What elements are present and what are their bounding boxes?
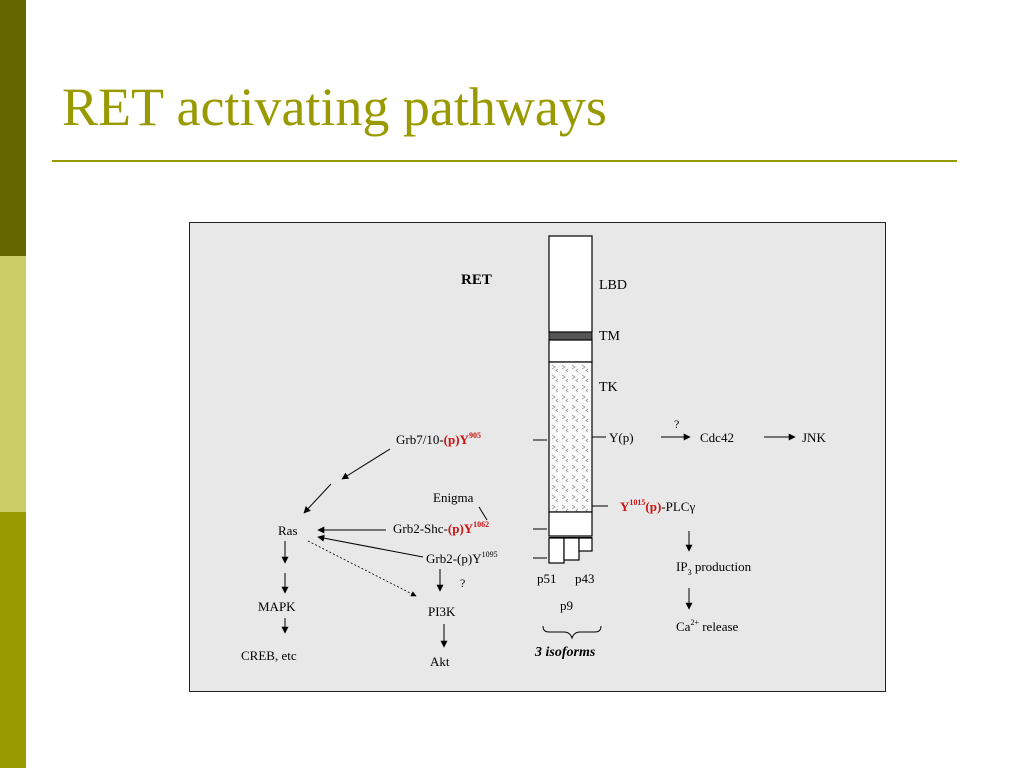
- arrow-grb2-to-ras: [317, 534, 424, 558]
- plcg-node: Y1015(p)-PLCγ: [620, 498, 695, 514]
- tail-p51: [548, 537, 565, 564]
- sidebar-band-top: [0, 0, 26, 256]
- arrow-ras-to-pi3k: [307, 540, 417, 597]
- title-underline: [52, 160, 957, 162]
- domain-tm-label: TM: [599, 329, 621, 344]
- jnk-node: JNK: [802, 430, 826, 445]
- ca-release-node: Ca2+ release: [676, 618, 739, 634]
- juxtamembrane-region: [548, 339, 593, 363]
- isoform-p51-label: p51: [537, 571, 557, 586]
- domain-lbd-label: LBD: [599, 278, 627, 293]
- enigma-connector: [478, 506, 488, 521]
- grb7-node: Grb7/10-(p)Y905: [396, 431, 481, 447]
- ras-node: Ras: [278, 523, 298, 538]
- isoform-p43-label: p43: [575, 571, 595, 586]
- cdc42-question-mark: ?: [674, 417, 679, 431]
- arrow-to-ras: [303, 483, 332, 514]
- pi3k-node: PI3K: [428, 604, 456, 619]
- sidebar-band-bottom: [0, 512, 26, 768]
- tail-p43: [563, 537, 580, 561]
- c-terminal-region: [548, 511, 593, 537]
- creb-node: CREB, etc: [241, 648, 297, 663]
- pi3k-question-mark: ?: [460, 576, 465, 590]
- mapk-node: MAPK: [258, 599, 296, 614]
- lbd-domain: [548, 235, 593, 333]
- shc-node: Grb2-Shc-(p)Y1062: [393, 520, 489, 536]
- slide-title: RET activating pathways: [62, 77, 607, 137]
- pathway-diagram: RET LBD TM TK Grb7/10-(p)Y905 Enigma Grb…: [241, 235, 826, 669]
- ip3-node: IP3 production: [676, 559, 752, 577]
- isoforms-caption: 3 isoforms: [534, 645, 596, 660]
- tk-domain: [548, 361, 593, 513]
- yp-node: Y(p): [609, 430, 634, 445]
- isoform-brace: [542, 625, 602, 640]
- akt-node: Akt: [430, 654, 450, 669]
- arrow-grb7-to-path: [341, 448, 391, 480]
- grb2-node: Grb2-(p)Y1095: [426, 550, 498, 566]
- tail-p9: [578, 537, 593, 552]
- isoform-p9-label: p9: [560, 598, 573, 613]
- ret-pathway-figure: RET LBD TM TK Grb7/10-(p)Y905 Enigma Grb…: [189, 222, 886, 692]
- domain-tk-label: TK: [599, 380, 618, 395]
- tm-domain: [548, 331, 593, 341]
- ret-label: RET: [461, 272, 492, 288]
- enigma-label: Enigma: [433, 490, 474, 505]
- sidebar-band-middle: [0, 256, 26, 512]
- cdc42-node: Cdc42: [700, 430, 734, 445]
